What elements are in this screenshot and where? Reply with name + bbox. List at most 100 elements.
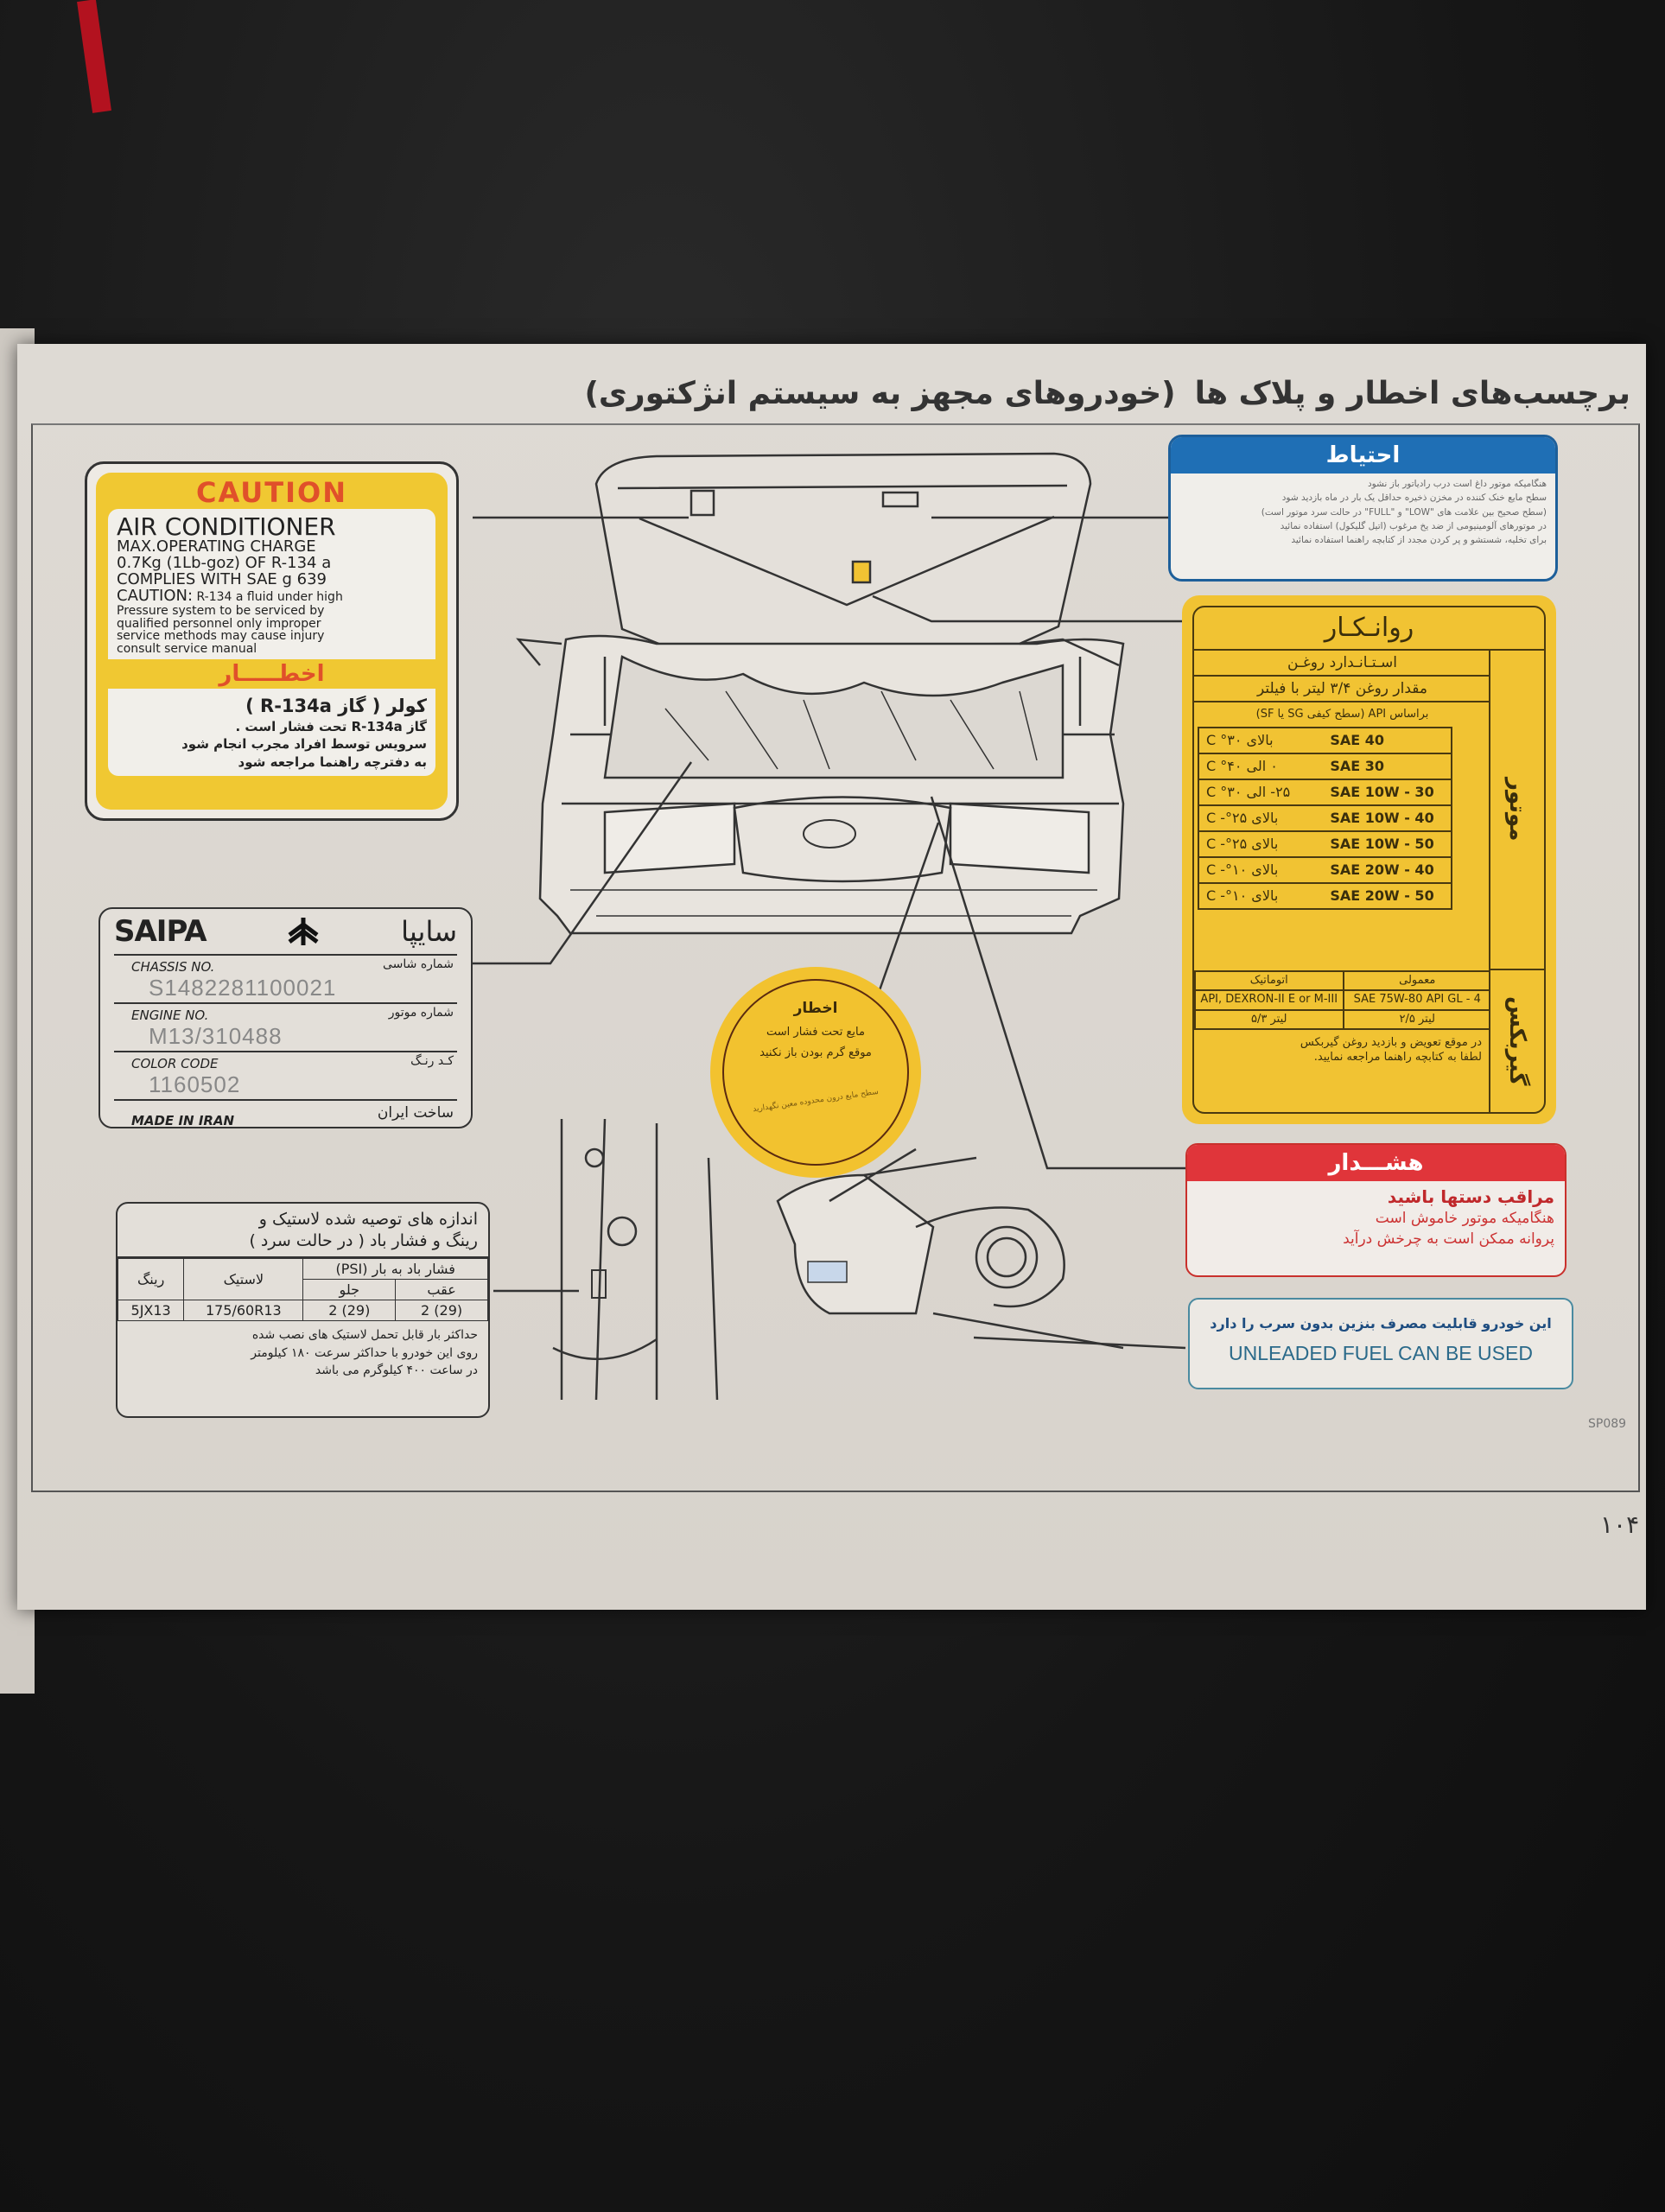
coolant-item: هنگامیکه موتور داغ است درب رادیاتور باز …	[1367, 479, 1547, 489]
chassis-label-fa: شماره شاسی	[382, 957, 454, 971]
vin-plate: SAIPA سایپا CHASSIS NO. شماره شاسی S148228…	[99, 907, 473, 1128]
caution-english-text: AIR CONDITIONER MAX.OPERATING CHARGE 0.7…	[108, 509, 435, 659]
tire-header-line: اندازه های توصیه شده لاستیک و	[258, 1210, 478, 1229]
col-rear: عقب	[395, 1279, 488, 1301]
caution-fa-line: به دفترچه راهنما مراجعه شود	[238, 753, 427, 770]
tire-size: 175/60R13	[183, 1300, 304, 1322]
oil-grade: SAE 20W - 40	[1330, 861, 1434, 878]
oil-temp: بالای ۲۵°- C	[1206, 810, 1279, 826]
leader-lines	[473, 516, 1186, 1350]
cap-header: اخطار	[793, 1000, 838, 1017]
caution-fa-header: اخطـــــار	[219, 660, 325, 687]
caution-fa-line: کولر ( گاز R-134a )	[245, 695, 427, 716]
col-front: جلو	[302, 1279, 397, 1301]
gearbox-table: اتوماتیک معمولی API, DEXRON-II E or M-II…	[1194, 972, 1490, 1030]
color-code-label: COLOR CODE	[131, 1056, 219, 1071]
color-code: 1160502	[149, 1071, 241, 1097]
engine-label-fa: شماره موتور	[388, 1006, 454, 1020]
page-title: برچسب‌های اخطار و پلاک ها (خودروهای مجهز …	[565, 376, 1630, 411]
tire-note-line: در ساعت ۴۰۰ کیلوگرم می باشد	[315, 1363, 478, 1377]
tire-note-line: حداکثر بار قابل تحمل لاستیک های نصب شده	[251, 1328, 478, 1343]
caution-line: R-134 a fluid under high	[193, 590, 343, 605]
oil-standard: اسـتـانـدارد روغـن	[1194, 651, 1490, 677]
oil-row: SAE 10W - 40 بالای ۲۵°- C	[1198, 806, 1452, 832]
caution-line: AIR CONDITIONER	[117, 512, 336, 541]
coolant-header: احتیاط	[1171, 437, 1555, 474]
api-note: براساس API (سطح کیفی SG یا SF)	[1255, 708, 1429, 721]
title-main: برچسب‌های اخطار و پلاک ها	[1194, 376, 1630, 411]
tire-header-line: رینگ و فشار باد ( در حالت سرد )	[249, 1230, 478, 1250]
engine-number: M13/310488	[149, 1023, 283, 1049]
car-front-drawing	[516, 452, 1125, 935]
fan-warning-label: هشـــدار مراقب دستها باشید هنگامیکه موتو…	[1185, 1143, 1566, 1277]
fuel-filler-door-drawing	[776, 1147, 1124, 1350]
caution-fa-line: سرویس توسط افراد مجرب انجام شود	[181, 736, 427, 753]
oil-grade: SAE 30	[1330, 758, 1384, 774]
fan-warning-line: هنگامیکه موتور خاموش است	[1375, 1210, 1554, 1227]
chassis-label: CHASSIS NO.	[131, 959, 215, 975]
gear-auto-qty: لیتر ۵/۳	[1194, 1010, 1343, 1030]
saipa-logo-icon	[288, 918, 319, 945]
caution-line: CAUTION:	[117, 587, 194, 606]
oil-temp: بالای ۲۵°- C	[1206, 836, 1279, 852]
coolant-item: در موتورهای آلومینیومی از ضد یخ مرغوب (ا…	[1280, 520, 1547, 531]
chassis-number: S1482281100021	[149, 975, 337, 1001]
door-pillar-drawing	[552, 1118, 719, 1401]
gearbox-side-label: گیربکس	[1504, 996, 1530, 1086]
caution-line: MAX.OPERATING CHARGE	[117, 537, 316, 556]
col-rim: رینگ	[118, 1258, 185, 1301]
cap-line: مایع تحت فشار است	[766, 1026, 865, 1039]
oil-temp: ۰ الی ۴۰° C	[1206, 758, 1278, 774]
coolant-item: سطح مایع خنک کننده در مخزن ذخیره حداقل ی…	[1281, 493, 1547, 504]
lubricant-label: روانـکـار موتور گیربکس اسـتـانـدارد روغـ…	[1182, 595, 1556, 1124]
lubricant-title: روانـکـار	[1194, 607, 1544, 651]
coolant-item: برای تخلیه، شستشو و پر کردن مجدد از کتاب…	[1291, 535, 1547, 546]
oil-quantity: مقدار روغن ۳/۴ لیتر با فیلتر	[1194, 677, 1490, 702]
col-pressure: فشار باد به بار (PSI)	[302, 1258, 488, 1281]
oil-row: SAE 10W - 30 ۲۵- الی ۳۰° C	[1198, 780, 1452, 806]
rear-pressure: 2 (29)	[395, 1300, 488, 1322]
oil-grade: SAE 10W - 30	[1330, 784, 1434, 800]
oil-temp: بالای ۳۰° C	[1206, 732, 1274, 748]
figure-code: SP089	[1588, 1417, 1627, 1431]
gear-auto-label: اتوماتیک	[1194, 972, 1343, 992]
title-sub: (خودروهای مجهز به سیستم انژکتوری)	[584, 376, 1176, 411]
coolant-item: (سطح صحیح بین علامت های "LOW" و "FULL" د…	[1261, 506, 1547, 518]
gear-note-line: در موقع تعویض و بازدید روغن گیربکس	[1300, 1035, 1482, 1049]
gear-manual-spec: SAE 75W-80 API GL - 4	[1342, 991, 1490, 1011]
caution-persian-text: کولر ( گاز R-134a ) گاز R-134a تحت فشار …	[108, 688, 435, 776]
gear-manual-label: معمولی	[1342, 972, 1490, 992]
unleaded-fuel-label: این خودرو قابلیت مصرف بنزین بدون سرب را …	[1188, 1298, 1573, 1389]
color-code-label-fa: کـد رنـگ	[410, 1054, 454, 1068]
oil-grade: SAE 10W - 50	[1330, 836, 1434, 852]
ac-caution-label: CAUTION AIR CONDITIONER MAX.OPERATING CH…	[85, 461, 459, 821]
caution-line: consult service manual	[117, 642, 257, 657]
caution-line: Pressure system to be serviced by	[117, 603, 325, 618]
oil-grade: SAE 10W - 40	[1330, 810, 1434, 826]
oil-row: SAE 30 ۰ الی ۴۰° C	[1198, 754, 1452, 780]
made-in-fa: ساخت ایران	[377, 1104, 454, 1122]
oil-row: SAE 10W - 50 بالای ۲۵°- C	[1198, 832, 1452, 858]
oil-grade: SAE 20W - 50	[1330, 887, 1434, 904]
saipa-logo-text: SAIPA	[114, 914, 207, 949]
caution-line: 0.7Kg (1Lb-goz) OF R-134 a	[117, 554, 332, 573]
caution-line: qualified personnel only improper	[117, 616, 321, 631]
fan-warning-line: پروانه ممکن است به چرخش درآید	[1343, 1230, 1554, 1248]
oil-grade: SAE 40	[1330, 732, 1384, 748]
fan-warning-header: هشـــدار	[1187, 1145, 1565, 1181]
page-number: ۱۰۴	[1600, 1510, 1640, 1539]
unleaded-fa: این خودرو قابلیت مصرف بنزین بدون سرب را …	[1210, 1315, 1552, 1332]
engine-side-label: موتور	[1504, 778, 1530, 842]
unleaded-en: UNLEADED FUEL CAN BE USED	[1229, 1342, 1533, 1364]
engine-label: ENGINE NO.	[131, 1007, 209, 1023]
oil-temp: ۲۵- الی ۳۰° C	[1206, 784, 1291, 800]
saipa-logo-fa: سایپا	[401, 915, 457, 948]
front-pressure: 2 (29)	[302, 1300, 397, 1322]
oil-row: SAE 40 بالای ۳۰° C	[1198, 728, 1452, 754]
caution-fa-line: گاز R-134a تحت فشار است .	[235, 719, 427, 735]
tire-note-line: روی این خودرو با حداکثر سرعت ۱۸۰ کیلومتر	[251, 1345, 478, 1360]
col-tire: لاستیک	[183, 1258, 304, 1301]
